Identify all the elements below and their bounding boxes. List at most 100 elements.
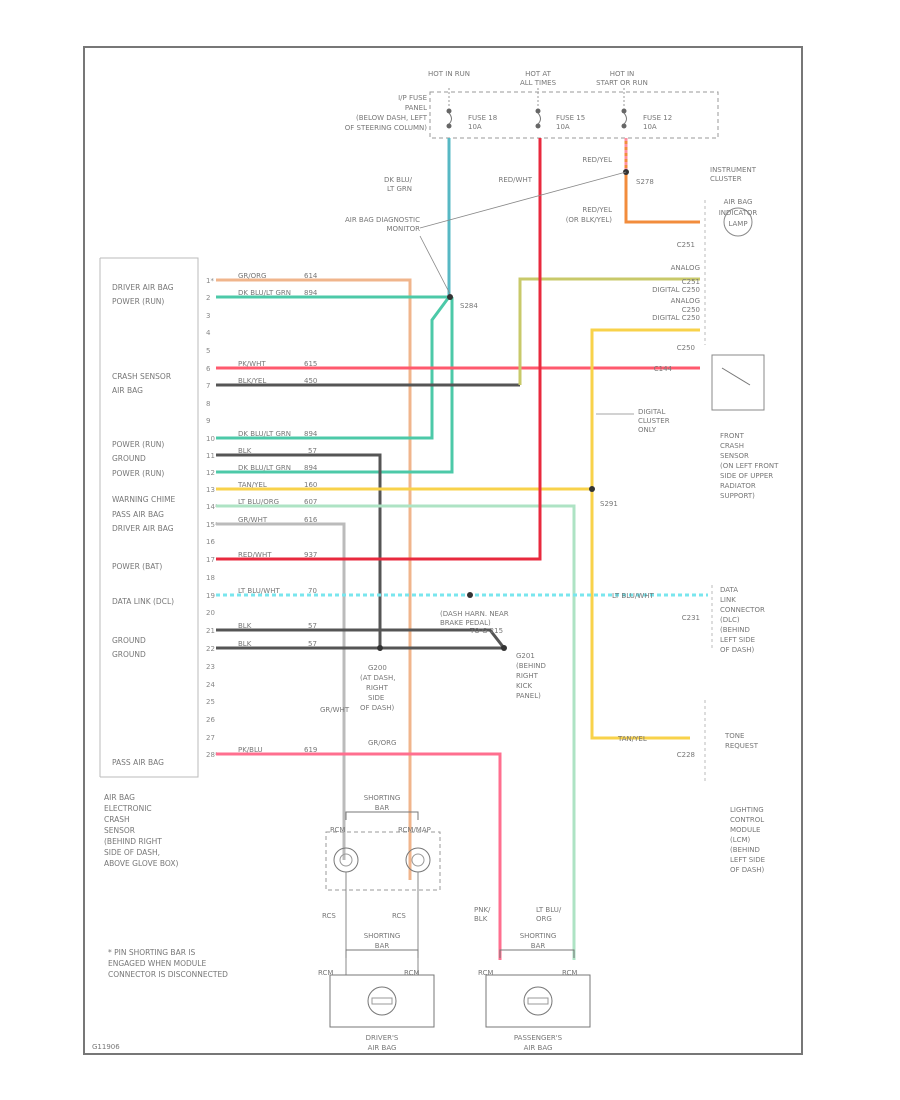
svg-text:G201: G201 [516, 652, 535, 660]
svg-text:RCS: RCS [322, 912, 336, 920]
wire-circuit-label: 894 [304, 464, 318, 472]
svg-text:C250: C250 [682, 306, 700, 314]
svg-text:ONLY: ONLY [638, 426, 657, 434]
splice-s291 [589, 486, 595, 492]
svg-text:OF DASH): OF DASH) [360, 704, 395, 712]
wire-color-label: DK BLU/LT GRN [238, 289, 291, 297]
svg-text:CONNECTOR: CONNECTOR [720, 606, 765, 614]
svg-text:BAR: BAR [375, 942, 390, 950]
module-label: POWER (RUN) [112, 469, 164, 478]
pin-number: 20 [206, 609, 215, 617]
label-digital: DIGITAL [638, 408, 665, 416]
svg-text:C231: C231 [682, 614, 700, 622]
svg-text:ELECTRONIC: ELECTRONIC [104, 804, 152, 813]
svg-text:LAMP: LAMP [728, 220, 747, 228]
fuse-panel-label: I/P FUSE [398, 94, 427, 102]
svg-text:BAR: BAR [375, 804, 390, 812]
svg-text:RCM: RCM [562, 969, 577, 977]
svg-text:ANALOG: ANALOG [671, 297, 700, 305]
air-bag-lamp-icon [723, 207, 753, 237]
wire-circuit-label: 619 [304, 746, 317, 754]
svg-text:RCM: RCM [330, 826, 345, 834]
wire-pin17-red [216, 138, 542, 561]
svg-text:BRAKE PEDAL): BRAKE PEDAL) [440, 619, 491, 627]
pin-number: 11 [206, 452, 215, 460]
data-link-connector: LT BLU/WHT C231 DATA LINK CONNECTOR (DLC… [612, 585, 765, 654]
pin-number: 28* [206, 751, 219, 759]
svg-text:FUSE 12: FUSE 12 [643, 114, 672, 122]
svg-text:CRASH: CRASH [104, 815, 130, 824]
svg-text:RIGHT: RIGHT [516, 672, 539, 680]
module-label: WARNING CHIME [112, 495, 176, 504]
svg-text:SENSOR: SENSOR [720, 452, 749, 460]
svg-text:INDICATOR: INDICATOR [719, 209, 758, 217]
pin-number: 25 [206, 698, 215, 706]
wire-s291-yellow-up [590, 328, 700, 489]
ground-g201: G201 (BEHIND RIGHT KICK PANEL) [516, 652, 546, 700]
pin-number: 18 [206, 574, 215, 582]
wire-circuit-label: 894 [304, 289, 318, 297]
module-label: PASS AIR BAG [112, 510, 164, 519]
pin-number: 7 [206, 382, 210, 390]
svg-text:RCM: RCM [404, 969, 419, 977]
module-label: DRIVER AIR BAG [112, 283, 174, 292]
label-s284: S284 [460, 302, 478, 310]
pin-number: 8 [206, 400, 210, 408]
pin-number: 23 [206, 663, 215, 671]
label-splice-note: AIR BAG DIAGNOSTIC [345, 216, 420, 224]
wire-pin7-yelgreen [518, 277, 700, 385]
pin-number: 26 [206, 716, 215, 724]
instrument-cluster: INSTRUMENT CLUSTER AIR BAG INDICATOR LAM… [652, 166, 757, 352]
passenger-air-bag: SHORTING BAR RCM RCM PASSENGER'S AIR BAG [478, 932, 591, 1052]
svg-text:(AT DASH,: (AT DASH, [360, 674, 395, 682]
svg-text:ORG: ORG [536, 915, 552, 923]
lighting-control-module: LIGHTING CONTROL MODULE (LCM) (BEHIND LE… [730, 806, 765, 874]
label-redyel2: RED/YEL [582, 206, 612, 214]
module-label: DATA LINK (DCL) [112, 597, 174, 606]
svg-text:(LCM): (LCM) [730, 836, 751, 844]
svg-text:10A: 10A [643, 123, 657, 131]
svg-text:CONTROL: CONTROL [730, 816, 764, 824]
svg-text:RCM: RCM [478, 969, 493, 977]
footnote: * PIN SHORTING BAR IS ENGAGED WHEN MODUL… [108, 948, 228, 979]
wire-circuit-label: 450 [304, 377, 317, 385]
svg-text:(BEHIND RIGHT: (BEHIND RIGHT [104, 837, 162, 846]
driver-air-bag: RCS RCS SHORTING BAR RCM RCM DRIVER'S AI… [318, 912, 435, 1052]
svg-text:LT BLU/WHT: LT BLU/WHT [612, 592, 654, 600]
svg-text:AIR BAG: AIR BAG [724, 198, 753, 206]
svg-text:SIDE OF UPPER: SIDE OF UPPER [720, 472, 773, 480]
module-label: GROUND [112, 636, 146, 645]
label-pnkblk: PNK/ [474, 906, 491, 914]
svg-text:FUSE 18: FUSE 18 [468, 114, 497, 122]
wire-color-label: PK/BLU [238, 746, 263, 754]
splice-dlc [467, 592, 473, 598]
fuse12-hot: HOT IN [610, 70, 635, 78]
wire-color-label: RED/WHT [238, 551, 272, 559]
svg-text:SUPPORT): SUPPORT) [720, 492, 755, 500]
module-label: GROUND [112, 454, 146, 463]
svg-text:(BEHIND: (BEHIND [720, 626, 750, 634]
wire-fuse12-orange [624, 138, 700, 224]
wire-color-label: LT BLU/ORG [238, 498, 279, 506]
label-s291: S291 [600, 500, 618, 508]
wire-color-label: BLK [238, 622, 252, 630]
splice-g200 [377, 645, 383, 651]
svg-text:CONNECTOR IS DISCONNECTED: CONNECTOR IS DISCONNECTED [108, 970, 228, 979]
label-redyel: RED/YEL [582, 156, 612, 164]
wire-color-label: LT BLU/WHT [238, 587, 280, 595]
fuse-18-icon [446, 108, 452, 129]
svg-text:RIGHT: RIGHT [366, 684, 389, 692]
fuse-panel: I/P FUSE PANEL (BELOW DASH, LEFT OF STEE… [345, 70, 719, 139]
pin-number: 10 [206, 435, 215, 443]
svg-text:KICK: KICK [516, 682, 533, 690]
wire-s291-yellow-down [590, 489, 690, 740]
svg-text:PANEL): PANEL) [516, 692, 541, 700]
svg-text:AIR BAG: AIR BAG [524, 1044, 553, 1052]
pin-number: 13 [206, 486, 215, 494]
pin-number: 12 [206, 469, 215, 477]
svg-text:OF DASH): OF DASH) [720, 646, 755, 654]
wire-color-label: PK/WHT [238, 360, 266, 368]
svg-text:INSTRUMENT: INSTRUMENT [710, 166, 757, 174]
wire-circuit-label: 70 [308, 587, 317, 595]
